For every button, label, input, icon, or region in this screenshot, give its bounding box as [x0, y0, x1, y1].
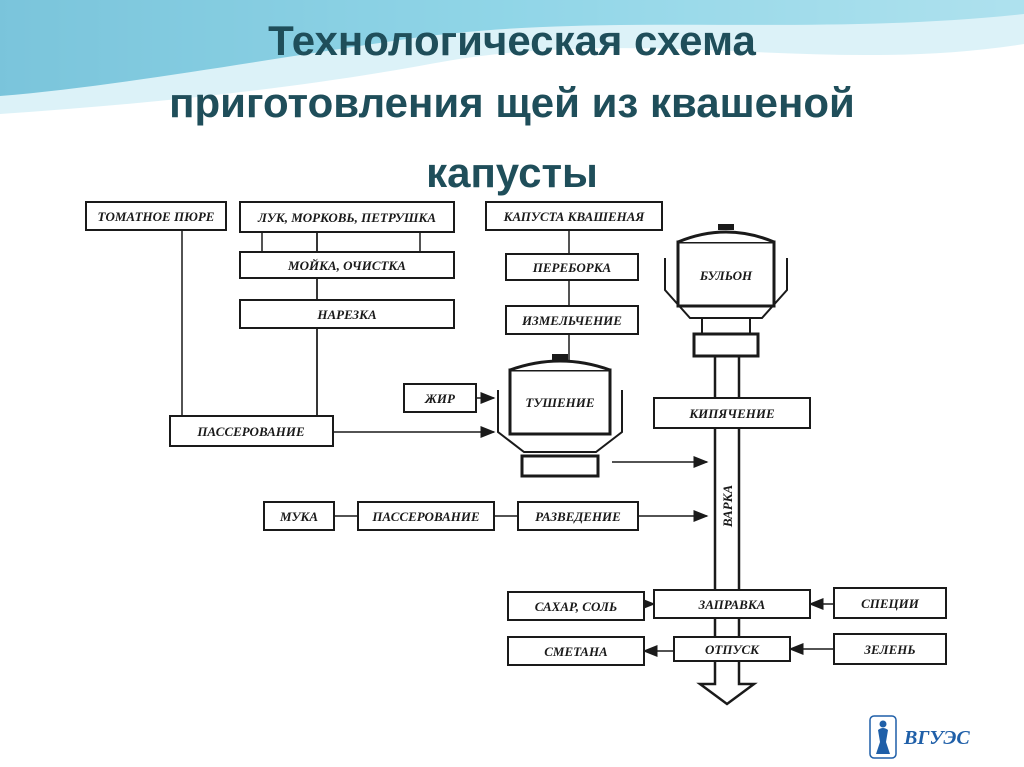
broth-kettle-icon — [664, 224, 788, 358]
svg-text:ПАССЕРОВАНИЕ: ПАССЕРОВАНИЕ — [196, 424, 305, 439]
svg-text:НАРЕЗКА: НАРЕЗКА — [316, 307, 377, 322]
svg-text:ПАССЕРОВАНИЕ: ПАССЕРОВАНИЕ — [371, 509, 480, 524]
node-sour-cream: СМЕТАНА — [507, 636, 645, 666]
node-washing-peeling: МОЙКА, ОЧИСТКА — [239, 251, 455, 279]
svg-text:ВАРКА: ВАРКА — [720, 485, 735, 529]
node-serving: ОТПУСК — [673, 636, 791, 662]
slide-title-line-3: капусты — [426, 149, 598, 196]
node-fat: ЖИР — [403, 383, 477, 413]
svg-text:СМЕТАНА: СМЕТАНА — [544, 644, 608, 659]
connector-lines — [181, 227, 834, 657]
university-logo: ВГУЭС — [869, 715, 970, 759]
node-chopping: ИЗМЕЛЬЧЕНИЕ — [505, 305, 639, 335]
node-stewing: ТУШЕНИЕ — [525, 395, 595, 410]
node-tomato-puree: ТОМАТНОЕ ПЮРЕ — [85, 201, 227, 231]
node-greens: ЗЕЛЕНЬ — [833, 633, 947, 665]
node-sauteing-flour: ПАССЕРОВАНИЕ — [357, 501, 495, 531]
header-wave-decoration — [0, 0, 1024, 114]
svg-text:САХАР, СОЛЬ: САХАР, СОЛЬ — [535, 599, 617, 614]
svg-text:ЛУК, МОРКОВЬ, ПЕТРУШКА: ЛУК, МОРКОВЬ, ПЕТРУШКА — [257, 210, 436, 225]
svg-text:ЗАПРАВКА: ЗАПРАВКА — [698, 597, 766, 612]
node-flour: МУКА — [263, 501, 335, 531]
process-diagram: ТОМАТНОЕ ПЮРЕ ЛУК, МОРКОВЬ, ПЕТРУШКА МОЙ… — [85, 201, 947, 706]
svg-text:КИПЯЧЕНИЕ: КИПЯЧЕНИЕ — [688, 406, 775, 421]
svg-text:ТУШЕНИЕ: ТУШЕНИЕ — [525, 395, 595, 410]
svg-text:БУЛЬОН: БУЛЬОН — [699, 268, 753, 283]
svg-text:СПЕЦИИ: СПЕЦИИ — [861, 596, 920, 611]
svg-text:ИЗМЕЛЬЧЕНИЕ: ИЗМЕЛЬЧЕНИЕ — [521, 313, 622, 328]
svg-text:МОЙКА, ОЧИСТКА: МОЙКА, ОЧИСТКА — [287, 258, 406, 273]
svg-text:МУКА: МУКА — [279, 509, 318, 524]
node-sauteing-vegetables: ПАССЕРОВАНИЕ — [169, 415, 334, 447]
node-onion-carrot-parsley: ЛУК, МОРКОВЬ, ПЕТРУШКА — [239, 201, 455, 233]
node-spices: СПЕЦИИ — [833, 587, 947, 619]
node-broth: БУЛЬОН — [699, 268, 753, 283]
slide-title-line-1: Технологическая схема — [268, 17, 756, 64]
svg-text:ВГУЭС: ВГУЭС — [903, 727, 970, 749]
node-sauerkraut: КАПУСТА КВАШЕНАЯ — [485, 201, 663, 231]
node-sugar-salt: САХАР, СОЛЬ — [507, 591, 645, 621]
svg-text:ЖИР: ЖИР — [424, 391, 456, 406]
svg-text:КАПУСТА КВАШЕНАЯ: КАПУСТА КВАШЕНАЯ — [503, 209, 646, 224]
node-boiling: КИПЯЧЕНИЕ — [653, 397, 811, 429]
node-diluting: РАЗВЕДЕНИЕ — [517, 501, 639, 531]
svg-text:РАЗВЕДЕНИЕ: РАЗВЕДЕНИЕ — [535, 509, 621, 524]
slide-title-line-2: приготовления щей из квашеной — [169, 79, 855, 126]
svg-text:ЗЕЛЕНЬ: ЗЕЛЕНЬ — [863, 642, 915, 657]
svg-text:ТОМАТНОЕ ПЮРЕ: ТОМАТНОЕ ПЮРЕ — [98, 209, 215, 224]
stewing-kettle-icon — [497, 354, 623, 478]
node-dressing: ЗАПРАВКА — [653, 589, 811, 619]
svg-text:ОТПУСК: ОТПУСК — [705, 642, 760, 657]
node-cooking-label: ВАРКА — [720, 485, 735, 529]
node-cutting: НАРЕЗКА — [239, 299, 455, 329]
node-sorting: ПЕРЕБОРКА — [505, 253, 639, 281]
svg-text:ПЕРЕБОРКА: ПЕРЕБОРКА — [532, 260, 612, 275]
